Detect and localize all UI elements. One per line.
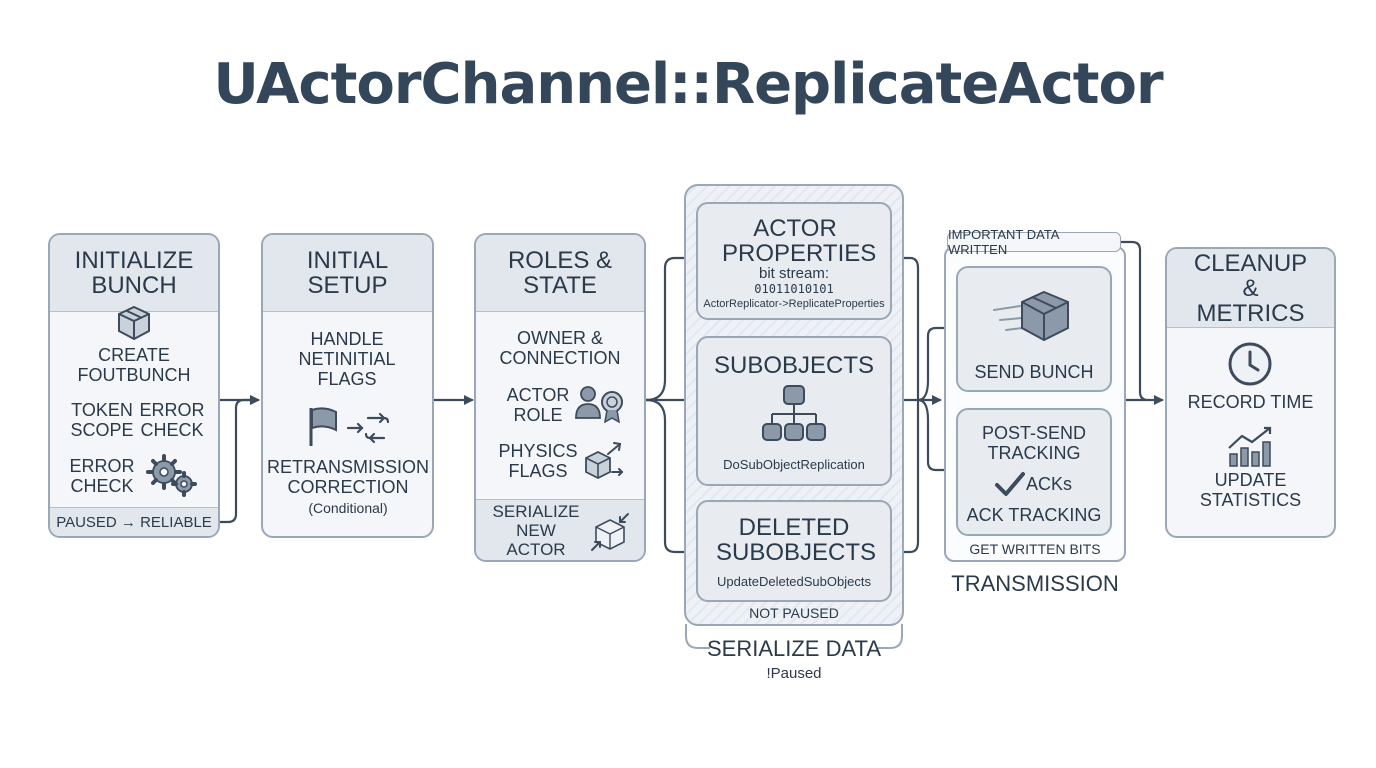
actor-properties-title: ACTOR PROPERTIES bbox=[722, 215, 877, 267]
paused-condition-label: !Paused bbox=[766, 665, 822, 682]
important-data-pill: IMPORTANT DATA WRITTEN bbox=[947, 227, 1121, 257]
cleanup-metrics-title: CLEANUP & METRICS bbox=[1167, 249, 1334, 328]
bitstream-label: bit stream: bbox=[758, 265, 830, 282]
serialize-data-caption: SERIALIZE DATA bbox=[706, 636, 881, 661]
package-icon bbox=[118, 305, 150, 341]
retransmission-label: RETRANSMISSION CORRECTION bbox=[266, 457, 430, 497]
cleanup-metrics-panel: CLEANUP & METRICS bbox=[1165, 247, 1336, 538]
post-send-tracking-label: POST-SEND TRACKING bbox=[981, 423, 1087, 463]
serialize-bracket bbox=[685, 624, 903, 649]
moving-package-icon bbox=[993, 290, 1069, 342]
paused-reliable-footer: PAUSED → RELIABLE bbox=[50, 507, 218, 536]
checkmark-icon bbox=[995, 472, 1025, 496]
initial-setup-title: INITIAL SETUP bbox=[263, 235, 432, 312]
token-scope-label: TOKEN SCOPE bbox=[70, 400, 134, 440]
bar-chart-icon bbox=[1228, 426, 1272, 467]
clock-icon bbox=[1228, 342, 1272, 386]
initial-setup-panel: INITIAL SETUP bbox=[261, 233, 434, 538]
deleted-subobjects-panel bbox=[696, 500, 892, 602]
deleted-subobjects-title: DELETED SUBOBJECTS bbox=[716, 514, 877, 566]
page-title: UActorChannel::ReplicateActor bbox=[213, 52, 1163, 117]
actor-role-label: ACTOR ROLE bbox=[506, 385, 570, 425]
hierarchy-icon bbox=[762, 385, 826, 441]
replicator-call-label: ActorReplicator->ReplicateProperties bbox=[703, 298, 885, 310]
actor-properties-panel bbox=[696, 202, 892, 320]
update-statistics-label: UPDATE STATISTICS bbox=[1199, 470, 1302, 510]
serialize-new-actor-footer: SERIALIZE NEW ACTOR bbox=[476, 499, 644, 560]
initialize-bunch-panel: INITIALIZE BUNCH PAUSED → RELIABLE bbox=[48, 233, 220, 538]
update-deleted-call: UpdateDeletedSubObjects bbox=[717, 574, 871, 589]
physics-flags-label: PHYSICS FLAGS bbox=[498, 441, 578, 481]
owner-connection-label: OWNER & CONNECTION bbox=[499, 328, 621, 368]
flag-icon bbox=[309, 407, 337, 446]
acks-label: ACKs bbox=[1026, 474, 1073, 494]
not-paused-label: NOT PAUSED bbox=[749, 605, 839, 621]
ack-tracking-label: ACK TRACKING bbox=[966, 505, 1102, 525]
send-bunch-label: SEND BUNCH bbox=[974, 362, 1094, 382]
serialize-new-actor-label: SERIALIZE NEW ACTOR bbox=[492, 501, 580, 559]
conditional-label: (Conditional) bbox=[308, 500, 388, 516]
gears-icon bbox=[146, 454, 197, 497]
bits-value: 01011010101 bbox=[754, 282, 834, 296]
roles-state-title: ROLES & STATE bbox=[476, 235, 644, 312]
initialize-bunch-title: INITIALIZE BUNCH bbox=[50, 235, 218, 312]
users-badge-icon bbox=[575, 386, 623, 424]
error-check-label-2: ERROR CHECK bbox=[69, 456, 135, 496]
handle-netinitial-label: HANDLE NETINITIAL FLAGS bbox=[298, 329, 396, 389]
subobject-replication-call: DoSubObjectReplication bbox=[723, 457, 865, 472]
swap-arrows-icon bbox=[346, 412, 390, 444]
cube-arrows-icon bbox=[585, 442, 624, 480]
error-check-label: ERROR CHECK bbox=[139, 400, 205, 440]
subobjects-title: SUBOBJECTS bbox=[713, 352, 875, 379]
package-arrows-icon bbox=[591, 513, 629, 551]
get-written-bits-label: GET WRITTEN BITS bbox=[969, 541, 1101, 557]
post-send-panel bbox=[956, 408, 1112, 536]
transmission-caption: TRANSMISSION bbox=[951, 571, 1119, 596]
record-time-label: RECORD TIME bbox=[1187, 392, 1314, 412]
create-foutbunch-label: CREATE FOUTBUNCH bbox=[77, 345, 191, 385]
